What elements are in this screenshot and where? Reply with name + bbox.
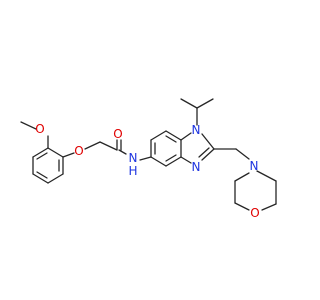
amide-h-label: H	[128, 164, 137, 178]
o-methoxy-label: O	[35, 122, 44, 136]
molecule-structure: O O O N H N N N O	[20, 98, 277, 220]
o-ether-label: O	[74, 144, 83, 158]
o-carbonyl-label: O	[113, 127, 122, 141]
bond-lines	[20, 98, 277, 211]
amide-nh-label: N H	[128, 151, 137, 178]
n1-label: N	[192, 123, 201, 137]
morpholine-n-label: N	[250, 159, 259, 173]
amide-n-label: N	[129, 151, 138, 165]
atom-labels: O O O N H N N N O	[35, 122, 259, 220]
n3-label: N	[192, 160, 201, 174]
morpholine-o-label: O	[250, 206, 259, 220]
